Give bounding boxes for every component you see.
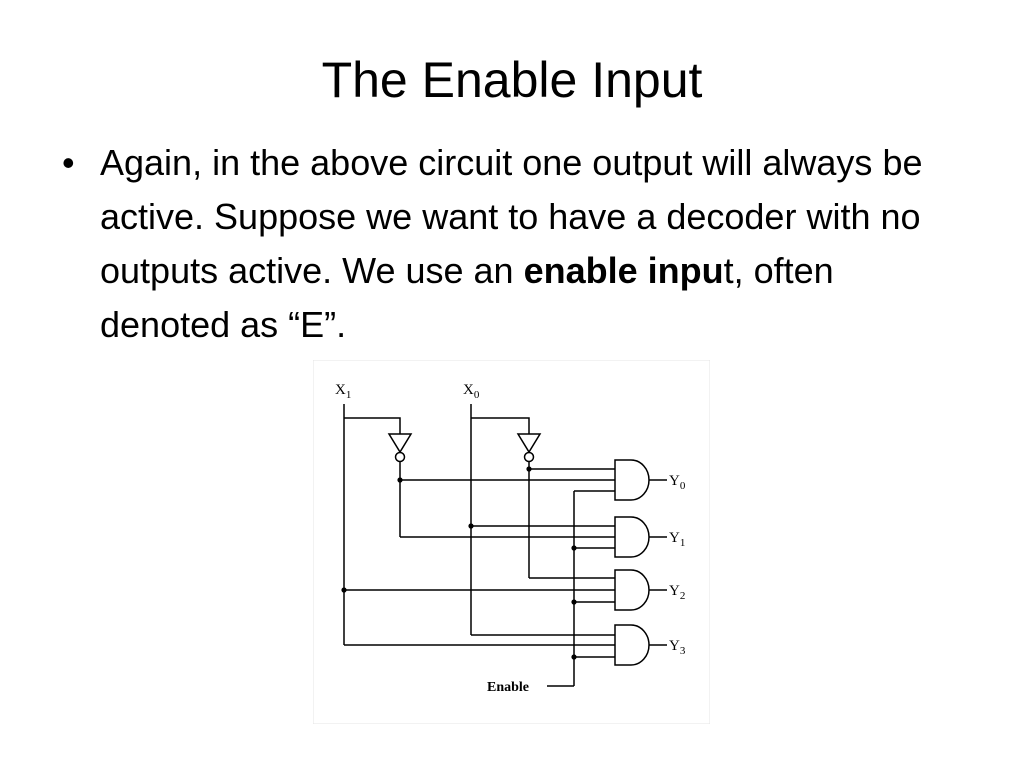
junction-dot: [571, 599, 577, 605]
slide-title: The Enable Input: [321, 52, 703, 108]
bullet-symbol: •: [62, 142, 75, 183]
inverter-x1: [387, 433, 413, 454]
and-gate-y3: [614, 624, 650, 666]
wire-x1-to-inverter: [344, 417, 401, 434]
inverters: [387, 433, 542, 463]
and-gate-y1: [614, 516, 650, 558]
and-gates: [614, 459, 650, 666]
output-label-y2: Y2: [669, 583, 685, 602]
bullet-paragraph: • Again, in the above circuit one output…: [62, 136, 962, 352]
junction-dot: [397, 477, 403, 483]
and-gate-y0: [614, 459, 650, 501]
junction-dot: [571, 545, 577, 551]
junction-dot: [341, 587, 347, 593]
decoder-circuit-diagram: X1 X0 Y0 Y1 Y2 Y3 Enable: [313, 360, 710, 724]
junction-dot: [571, 654, 577, 660]
junction-dots: [341, 466, 577, 660]
diagram-frame: [313, 360, 710, 724]
bullet-text: Again, in the above circuit one output w…: [100, 136, 962, 352]
output-label-y1: Y1: [669, 530, 685, 549]
input-label-x1: X1: [335, 382, 351, 401]
output-label-y0: Y0: [669, 473, 686, 492]
inverter-x1-bubble: [394, 451, 406, 463]
inverter-x0: [516, 433, 542, 454]
bullet-text-before: Again, in the above circuit one output w…: [100, 142, 923, 291]
wire-x0-to-inverter: [471, 417, 530, 434]
bullet-text-after: t, often denoted as “E”.: [100, 250, 834, 345]
input-label-x0: X0: [463, 382, 480, 401]
wires: [343, 404, 667, 687]
junction-dot: [526, 466, 532, 472]
junction-dot: [468, 523, 474, 529]
decoder-circuit-svg: X1 X0 Y0 Y1 Y2 Y3 Enable: [313, 360, 710, 724]
and-gate-y2: [614, 569, 650, 611]
enable-label: Enable: [487, 680, 529, 695]
bullet-bold-text: enable inpu: [523, 250, 724, 291]
inverter-x0-bubble: [523, 451, 535, 463]
output-label-y3: Y3: [669, 638, 686, 657]
